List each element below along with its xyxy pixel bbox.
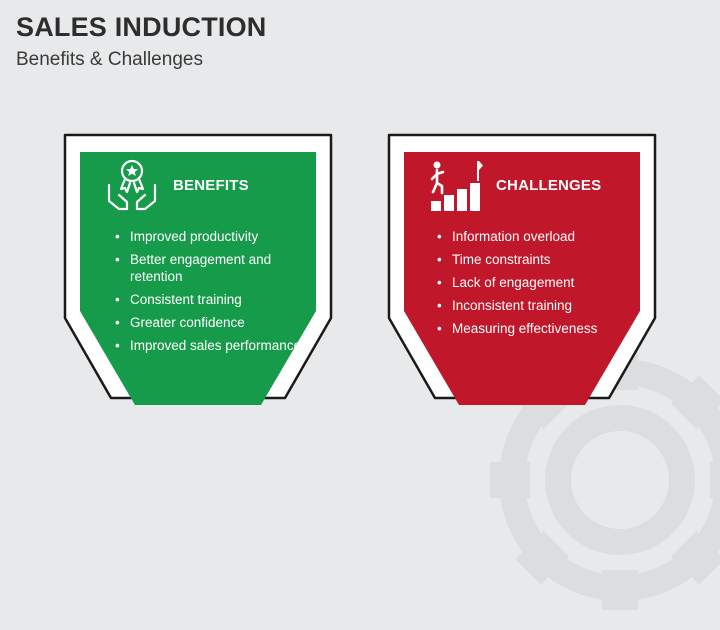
list-item: Inconsistent training xyxy=(437,298,627,315)
list-item: Information overload xyxy=(437,229,627,246)
list-item: Consistent training xyxy=(115,292,305,309)
list-item: Better engagement and retention xyxy=(115,252,305,285)
stairs-flag-icon xyxy=(430,161,483,211)
benefits-list: Improved productivity Better engagement … xyxy=(115,229,305,361)
page-subtitle: Benefits & Challenges xyxy=(16,49,203,70)
list-item: Improved productivity xyxy=(115,229,305,246)
benefits-heading: BENEFITS xyxy=(173,177,249,194)
challenges-heading: CHALLENGES xyxy=(496,177,602,194)
benefits-card: BENEFITS Improved productivity Better en… xyxy=(63,133,333,411)
list-item: Greater confidence xyxy=(115,315,305,332)
list-item: Improved sales performance xyxy=(115,338,305,355)
hands-award-icon xyxy=(107,159,157,211)
challenges-list: Information overload Time constraints La… xyxy=(437,229,627,344)
list-item: Measuring effectiveness xyxy=(437,321,627,338)
list-item: Time constraints xyxy=(437,252,627,269)
list-item: Lack of engagement xyxy=(437,275,627,292)
challenges-card: CHALLENGES Information overload Time con… xyxy=(387,133,657,411)
page-title: SALES INDUCTION xyxy=(16,12,267,42)
